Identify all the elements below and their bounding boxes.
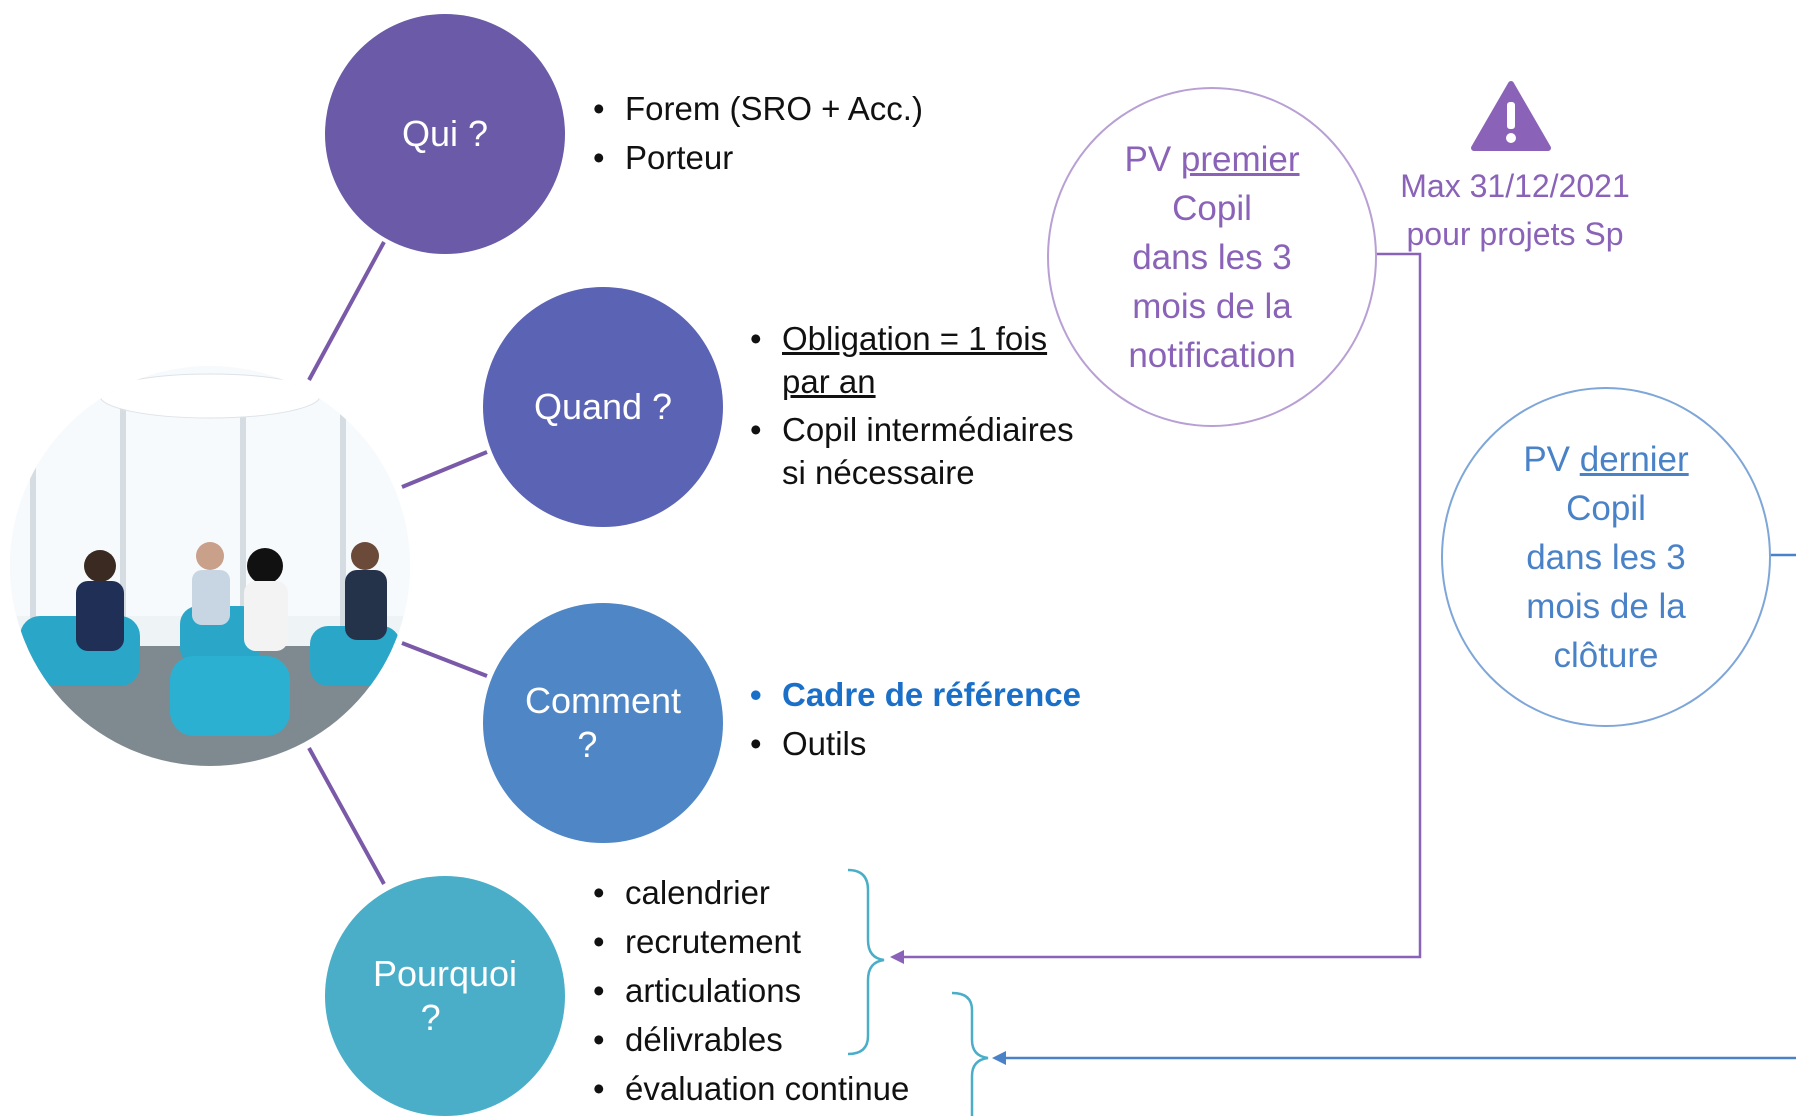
list-item: calendrier xyxy=(593,868,909,917)
qui-list: Forem (SRO + Acc.) Porteur xyxy=(593,84,923,182)
node-quand-label: Quand ? xyxy=(533,386,673,427)
comment-list: Cadre de référence Outils xyxy=(750,670,1081,768)
bracket-lower xyxy=(951,991,989,1116)
node-comment: Comment ? xyxy=(483,603,723,843)
meeting-photo xyxy=(10,366,410,766)
warning-triangle-icon xyxy=(1471,81,1551,151)
pv-dernier-circle: PV dernier Copil dans les 3 mois de la c… xyxy=(1441,387,1771,727)
list-item: évaluation continue xyxy=(593,1064,909,1113)
spoke-pourquoi xyxy=(307,747,386,885)
list-item: Forem (SRO + Acc.) xyxy=(593,84,923,133)
list-item-cadre-reference[interactable]: Cadre de référence xyxy=(750,670,1081,719)
arrow-pv-premier xyxy=(890,252,1422,964)
list-item: Porteur xyxy=(593,133,923,182)
node-pourquoi-label: Pourquoi ? xyxy=(372,953,518,1038)
node-qui: Qui ? xyxy=(325,14,565,254)
list-item: articulations xyxy=(593,966,909,1015)
list-item: délivrables xyxy=(593,1015,909,1064)
spoke-qui xyxy=(307,241,386,381)
node-pourquoi: Pourquoi ? xyxy=(325,876,565,1116)
node-qui-label: Qui ? xyxy=(401,113,489,154)
spoke-comment xyxy=(401,641,488,678)
pv-premier-circle: PV premier Copil dans les 3 mois de la n… xyxy=(1047,87,1377,427)
warning-text: Max 31/12/2021 pour projets Sp xyxy=(1400,168,1630,252)
pourquoi-list: calendrier recrutement articulations dél… xyxy=(593,868,909,1113)
list-item: Outils xyxy=(750,719,1081,768)
list-item: recrutement xyxy=(593,917,909,966)
spoke-quand xyxy=(401,450,488,489)
node-comment-label: Comment ? xyxy=(524,680,682,765)
node-quand: Quand ? xyxy=(483,287,723,527)
